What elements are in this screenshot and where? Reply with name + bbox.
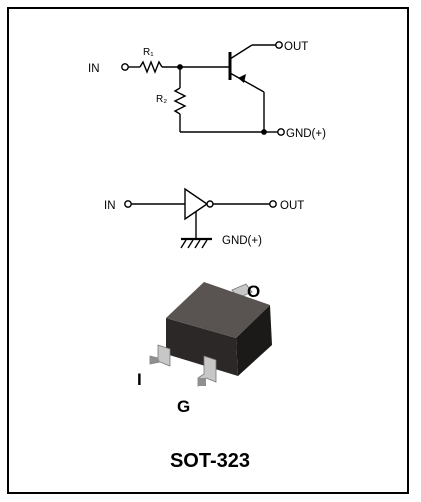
logic-gnd-label: GND(+) <box>222 235 262 247</box>
inverter-bubble <box>206 200 214 208</box>
logic-in-terminal <box>124 200 132 208</box>
pin-o-label: O <box>247 282 260 301</box>
schematic-out-label: OUT <box>284 41 308 53</box>
inverter-triangle <box>184 187 209 221</box>
gnd-terminal <box>277 128 285 136</box>
r1-label: R₁ <box>143 47 154 58</box>
logic-out-terminal <box>269 200 277 208</box>
transistor-schematic <box>121 41 285 136</box>
logic-in-label: IN <box>104 200 116 212</box>
out-terminal <box>275 41 283 49</box>
schematic-in-label: IN <box>88 63 100 75</box>
body-top <box>166 282 270 338</box>
logic-out-label: OUT <box>280 200 304 212</box>
sot323-package <box>149 282 272 387</box>
body-side <box>236 305 272 376</box>
body-front <box>166 318 238 376</box>
emitter-arrow <box>238 74 246 83</box>
r2-resistor <box>173 87 187 115</box>
figure-frame <box>7 7 409 494</box>
r2-label: R₂ <box>156 94 167 105</box>
r1-resistor <box>139 60 163 74</box>
pin-i-label: I <box>137 370 142 389</box>
inverter-symbol <box>124 187 277 249</box>
in-terminal <box>121 63 129 71</box>
package-name: SOT-323 <box>170 450 250 472</box>
schematic-gnd-label: GND(+) <box>286 128 326 140</box>
pin-g-label: G <box>177 397 190 416</box>
